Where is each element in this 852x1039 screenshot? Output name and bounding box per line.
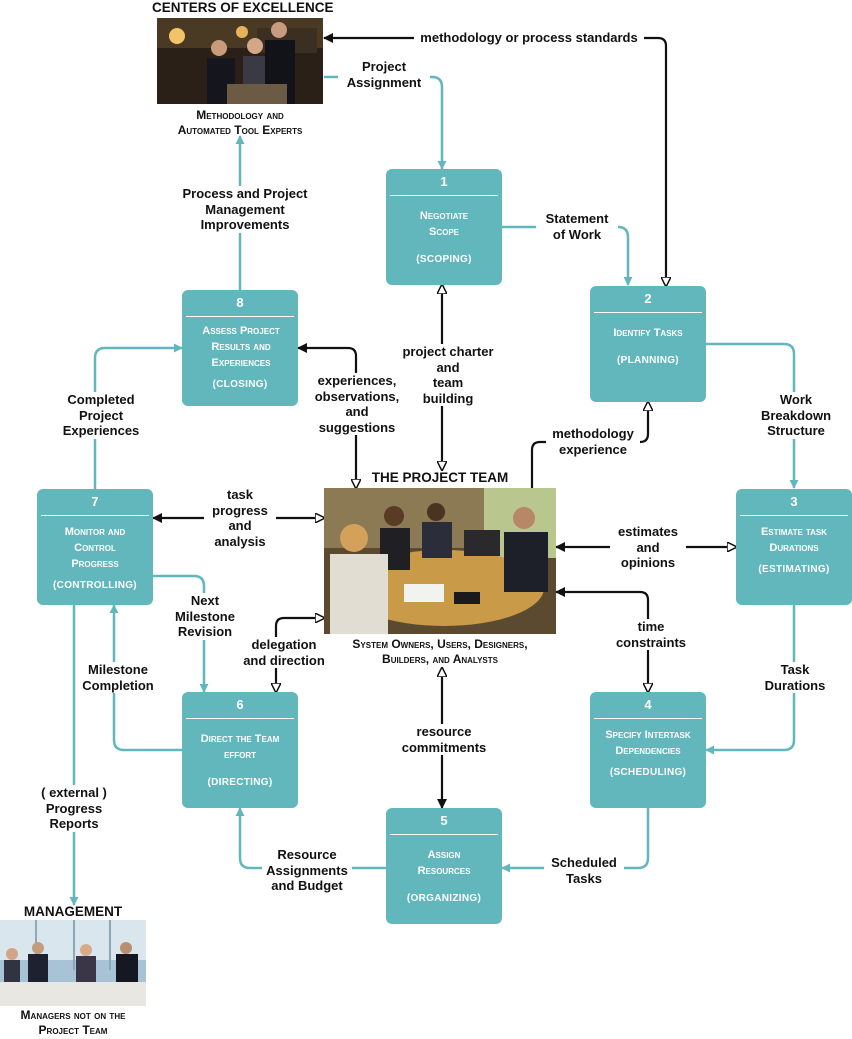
step-6-direct-team: 6 Direct the Team effort (DIRECTING) xyxy=(182,692,298,808)
flow-resource-assignments xyxy=(235,807,386,870)
label-project-assignment: Project Assignment xyxy=(338,59,430,90)
label-milestone-completion: Milestone Completion xyxy=(76,662,160,693)
team-caption: System Owners, Users, Designers, Builder… xyxy=(352,637,528,666)
centers-heading: CENTERS OF EXCELLENCE xyxy=(152,0,334,15)
label-task-durations: Task Durations xyxy=(760,662,830,693)
step-number: 7 xyxy=(41,489,149,516)
step-phase: (ESTIMATING) xyxy=(758,564,830,575)
team-photo xyxy=(324,488,556,634)
step-4-specify-dependencies: 4 Specify Intertask Dependencies (SCHEDU… xyxy=(590,692,706,808)
step-phase: (SCHEDULING) xyxy=(609,767,687,778)
flow-work-breakdown xyxy=(706,342,799,489)
step-number: 4 xyxy=(594,692,702,719)
step-number: 3 xyxy=(740,489,848,516)
step-phase: (ORGANIZING) xyxy=(406,893,482,904)
label-task-progress: task progress and analysis xyxy=(204,487,276,549)
label-resource-commitments: resource commitments xyxy=(396,724,492,755)
centers-photo xyxy=(157,18,323,104)
label-statement-of-work: Statement of Work xyxy=(536,211,618,242)
step-title: Assess Project Results and Experiences xyxy=(202,325,280,369)
step-number: 1 xyxy=(390,169,498,196)
label-time-constraints: time constraints xyxy=(610,619,692,650)
label-estimates: estimates and opinions xyxy=(610,524,686,571)
step-phase: (CLOSING) xyxy=(212,379,268,390)
step-number: 5 xyxy=(390,808,498,835)
step-2-identify-tasks: 2 Identify Tasks (PLANNING) xyxy=(590,286,706,402)
flow-time-constraints xyxy=(556,592,648,692)
management-caption: Managers not on the Project Team xyxy=(20,1008,126,1037)
label-scheduled-tasks: Scheduled Tasks xyxy=(544,855,624,886)
label-experiences: experiences, observations, and suggestio… xyxy=(308,373,406,435)
step-phase: (SCOPING) xyxy=(416,254,472,265)
step-title: Direct the Team effort xyxy=(200,733,280,761)
flow-methodology-standards xyxy=(324,38,666,286)
flow-scheduled-tasks xyxy=(501,808,650,873)
label-work-breakdown: Work Breakdown Structure xyxy=(752,392,840,439)
flow-task-durations xyxy=(705,605,796,755)
management-heading: MANAGEMENT xyxy=(23,904,123,919)
label-methodology-experience: methodology experience xyxy=(546,426,640,457)
step-phase: (CONTROLLING) xyxy=(53,580,137,591)
step-title: Identify Tasks xyxy=(613,327,683,339)
label-completed-experiences: Completed Project Experiences xyxy=(58,392,144,439)
step-1-negotiate-scope: 1 Negotiate Scope (SCOPING) xyxy=(386,169,502,285)
label-project-charter: project charter and team building xyxy=(394,344,502,406)
flow-completed-experiences xyxy=(93,343,183,490)
step-title: Monitor and Control Progress xyxy=(64,526,126,570)
step-7-monitor-control: 7 Monitor and Control Progress (CONTROLL… xyxy=(37,489,153,605)
step-phase: (DIRECTING) xyxy=(207,777,273,788)
step-3-estimate-durations: 3 Estimate task Durations (ESTIMATING) xyxy=(736,489,852,605)
label-process-improvements: Process and Project Management Improveme… xyxy=(168,186,322,233)
centers-caption: Methodology and Automated Tool Experts xyxy=(177,108,303,137)
flow-experiences xyxy=(298,348,356,488)
step-phase: (PLANNING) xyxy=(617,355,679,366)
step-title: Assign Resources xyxy=(417,849,471,877)
step-title: Negotiate Scope xyxy=(419,210,469,238)
team-heading: THE PROJECT TEAM xyxy=(371,470,509,485)
step-number: 6 xyxy=(186,692,294,719)
management-photo xyxy=(0,920,146,1006)
label-resource-assignments: Resource Assignments and Budget xyxy=(262,847,352,894)
step-number: 2 xyxy=(594,286,702,313)
step-5-assign-resources: 5 Assign Resources (ORGANIZING) xyxy=(386,808,502,924)
step-number: 8 xyxy=(186,290,294,317)
label-progress-reports: ( external ) Progress Reports xyxy=(36,785,112,832)
label-next-milestone: Next Milestone Revision xyxy=(172,593,238,640)
step-title: Estimate task Durations xyxy=(760,526,828,554)
label-methodology-standards: methodology or process standards xyxy=(414,30,644,46)
step-title: Specify Intertask Dependencies xyxy=(605,729,691,757)
step-8-assess-results: 8 Assess Project Results and Experiences… xyxy=(182,290,298,406)
label-delegation: delegation and direction xyxy=(236,637,332,668)
flow-delegation xyxy=(276,618,324,692)
flow-milestone-completion xyxy=(109,604,182,752)
flow-next-milestone xyxy=(153,574,209,693)
flow-project-assignment xyxy=(324,75,447,170)
